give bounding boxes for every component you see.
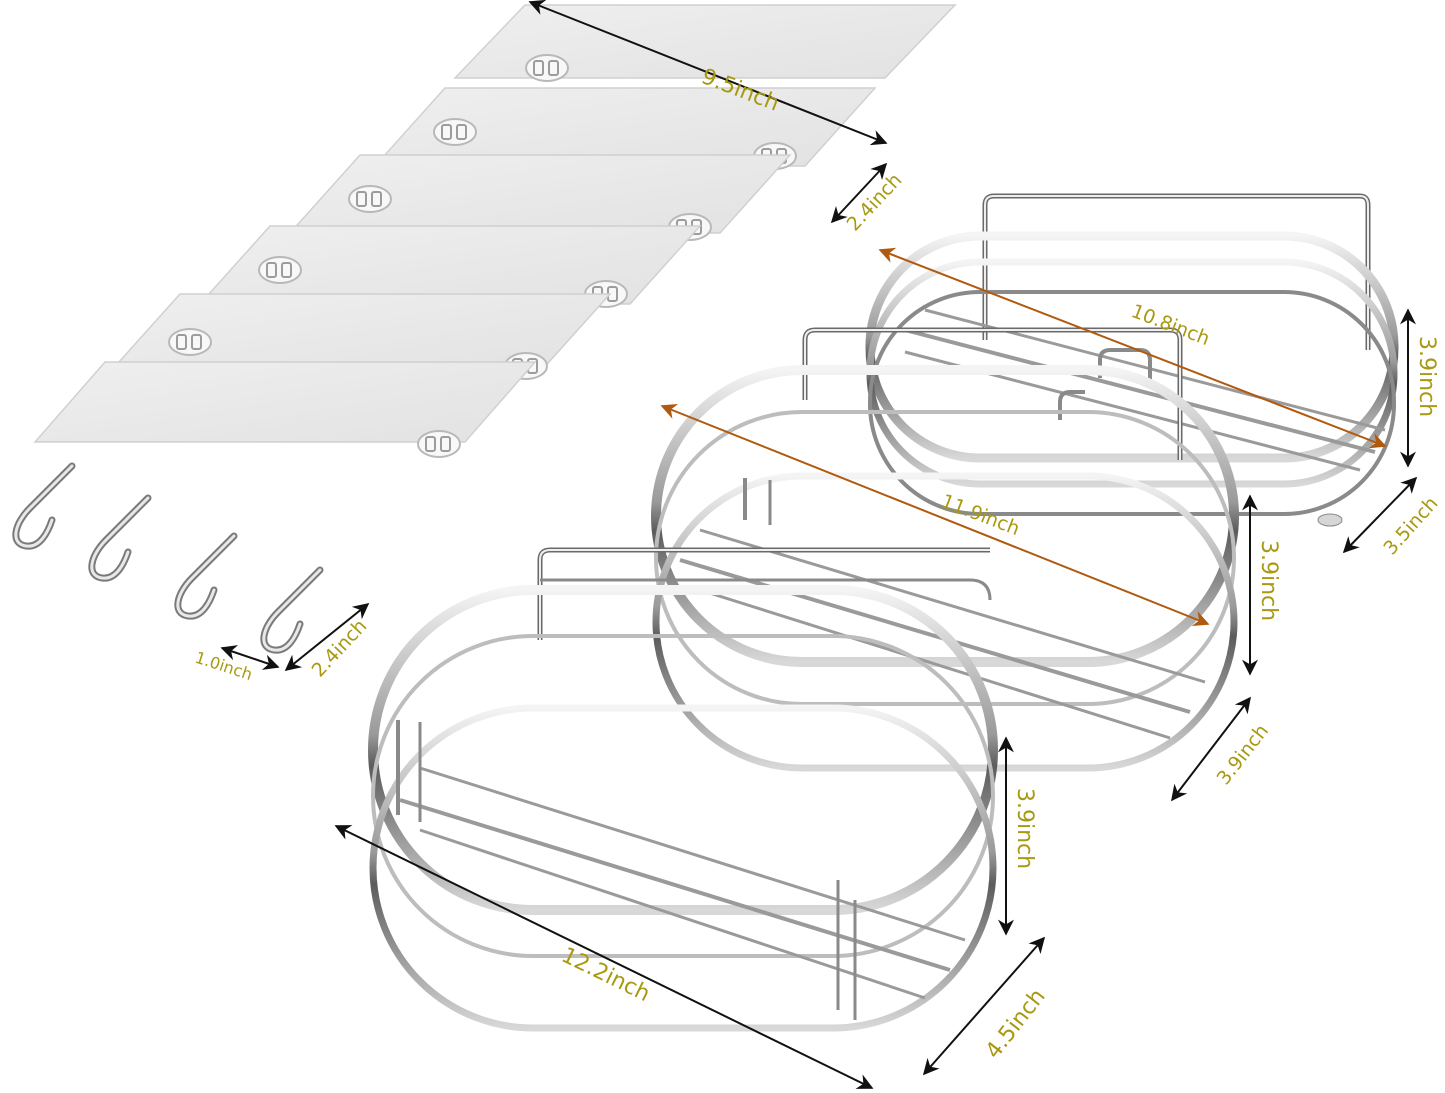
basket-large-height-dimension: 3.9inch (998, 736, 1037, 936)
hook-width-dimension: 1.0inch (193, 645, 280, 684)
adhesive-pads (33, 4, 957, 458)
basket-small-depth-label: 3.5inch (1379, 493, 1442, 560)
basket-small-length-label: 10.8inch (1128, 300, 1213, 350)
basket-large-height-label: 3.9inch (1012, 788, 1037, 869)
s-hook (12, 462, 76, 550)
basket-medium-height-dimension: 3.9inch (1242, 494, 1281, 676)
basket-medium-height-label: 3.9inch (1256, 540, 1281, 621)
pad-width-label: 2.4inch (843, 169, 907, 235)
adhesive-pad (33, 361, 537, 458)
s-hook (260, 566, 324, 654)
pad-width-dimension: 2.4inch (830, 162, 907, 235)
basket-large-depth-dimension: 4.5inch (922, 936, 1051, 1076)
basket-small-height-label: 3.9inch (1414, 336, 1439, 417)
hook-height-dimension: 2.4inch (284, 602, 372, 681)
basket-medium-depth-dimension: 3.9inch (1171, 696, 1273, 802)
basket-large (368, 547, 998, 1032)
hook-height-label: 2.4inch (308, 615, 372, 681)
basket-medium-depth-label: 3.9inch (1213, 720, 1273, 789)
basket-small-height-dimension: 3.9inch (1400, 308, 1439, 468)
s-hooks (12, 462, 324, 654)
basket-small-depth-dimension: 3.5inch (1342, 476, 1443, 560)
s-hook (174, 532, 238, 620)
hook-width-label: 1.0inch (193, 648, 255, 684)
s-hook (88, 494, 152, 582)
basket-small-length-dimension: 10.8inch (878, 247, 1387, 449)
